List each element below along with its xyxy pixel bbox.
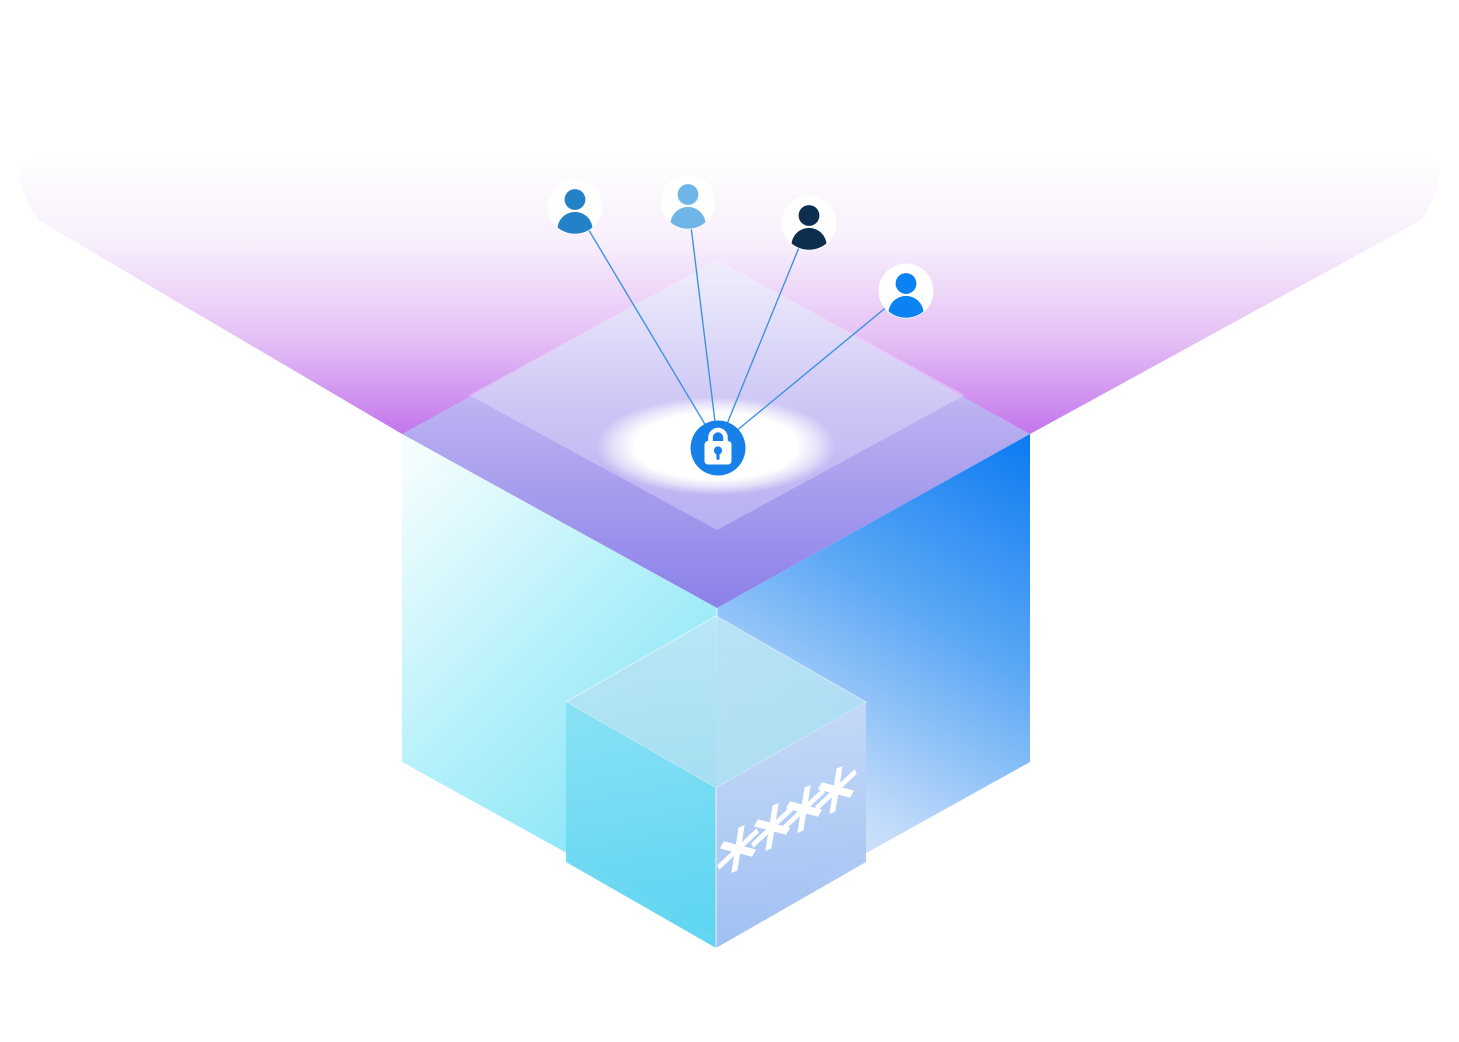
lock-shackle: [708, 427, 728, 442]
password-cube-left-face: [566, 702, 716, 948]
connection-line: [717, 290, 907, 447]
user-connections: [574, 201, 907, 447]
lock-badge: [690, 420, 746, 476]
light-beam: [469, 260, 965, 530]
password-cube: [564, 615, 868, 948]
lock-icon: [704, 427, 732, 465]
connection-line: [687, 201, 719, 447]
password-cube-right-face: [716, 702, 866, 948]
connection-line: [574, 206, 719, 447]
lock-keyhole-stem: [716, 452, 720, 460]
lock-keyhole: [713, 446, 723, 455]
connection-line: [717, 222, 810, 447]
